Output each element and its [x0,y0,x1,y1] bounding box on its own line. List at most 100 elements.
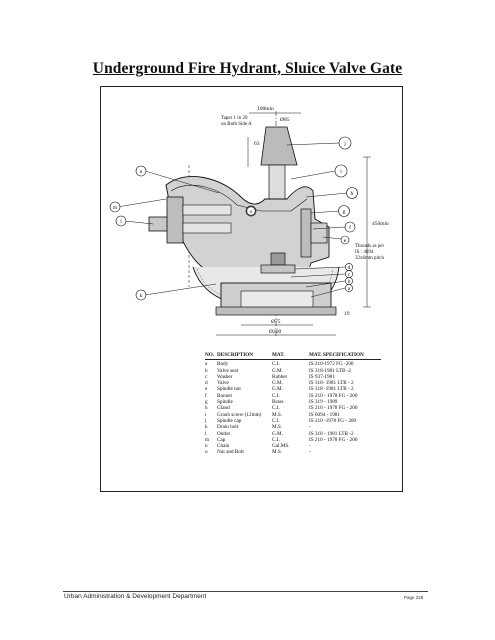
cell-no: g [205,399,208,406]
cell-specification: IS 318- 1981 LTB - 2 [309,380,354,387]
balloon-h: h [351,191,354,197]
cell-material: C.I. [272,392,280,399]
dim-19: 19 [344,311,350,317]
threads-note-2: IS : 4694 [355,250,374,255]
cell-specification: IS 319 - 1989 [309,399,338,406]
dim-63: 63 [254,141,260,147]
dim-phi75: Ø75 [271,319,281,325]
dim-top: 100min [257,106,274,112]
cell-no: d [205,380,208,387]
balloon-k: k [140,293,143,299]
cell-material: C.I. [272,405,280,412]
footer-page-number: Page 228 [404,595,424,600]
page-title: Underground Fire Hydrant, Sluice Valve G… [92,60,403,77]
spec-table-header: NO. DESCRIPTION MAT. MAT. SPECIFICATION [205,352,381,361]
header-no: NO. [205,352,215,358]
balloon-o: o [250,209,253,215]
dim-phi85: Ø85 [280,117,290,123]
cell-specification: - [309,424,311,431]
cell-no: o [205,449,208,456]
cell-material: G.M. [272,386,283,393]
table-row: c Washer Rubber IS 937-1981 [205,374,381,380]
header-specification: MAT. SPECIFICATION [309,352,364,358]
balloon-d: d [348,265,351,271]
spec-table: NO. DESCRIPTION MAT. MAT. SPECIFICATION … [205,352,381,456]
cell-material: M.S. [272,424,283,431]
cell-description: Chain [217,443,230,450]
header-material: MAT. [272,352,285,358]
drawing-frame [100,86,403,492]
balloon-b: b [348,279,351,285]
balloon-n: n [140,169,143,175]
cell-description: Outlet [217,430,230,437]
cell-description: Drain bolt [217,424,239,431]
threads-note-1: Threads as per [355,244,384,249]
cell-specification: IS 210 - 1978 FG - 200 [309,436,358,443]
cell-material: Brass [272,399,284,406]
cell-specification: IS 318 - 1981 LTB -2 [309,430,354,437]
cell-material: M.S. [272,449,283,456]
balloon-e: e [344,238,347,244]
cell-description: Spindle cap [217,417,242,424]
cell-material: Gal.MS. [272,443,290,450]
cell-specification: IS 318 -1981 LTB - 2 [309,386,354,393]
balloon-c: c [348,272,351,278]
cell-description: Grauh screw (12mm) [217,411,262,418]
cell-no: i [205,411,207,418]
balloon-i: i [340,169,342,175]
cell-description: Bonnet [217,392,232,399]
threads-note-3: 32x6mm pitch [355,256,385,261]
balloon-a: a [348,286,351,292]
cell-description: Cap [217,436,226,443]
cell-specification: IS 6094 - 1981 [309,411,340,418]
balloon-m: m [113,205,118,211]
balloon-l: l [120,219,122,225]
hydrant-drawing: 100min Taper 1 in 20 on Both Side A Ø85 … [109,106,389,337]
cell-specification: IS 318-1981 LTB -2 [309,367,352,374]
footer-department: Urban Administration & Development Depar… [64,593,207,600]
dim-450: 450min [372,221,389,227]
cell-specification: - [309,449,311,456]
footer-divider [63,591,428,592]
cell-material: G.M. [272,367,283,374]
cell-specification: IS 937-1981 [309,373,335,380]
cell-description: Washer [217,373,233,380]
table-row: g Spindle Brass IS 319 - 1989 [205,399,381,405]
cell-material: G.M. [272,380,283,387]
cell-specification: IS 210 - 1978 FG - 200 [309,392,358,399]
cell-description: Gland [217,405,230,412]
cell-no: e [205,386,208,393]
cell-material: Rubber [272,373,288,380]
cell-material: G.M. [272,430,283,437]
cell-description: Body [217,361,229,368]
cell-no: b [205,367,208,374]
cell-specification: IS 210-1972 FG -200 [309,361,354,368]
cell-specification: IS 210 -1978 FG - 200 [309,417,357,424]
cell-material: M.S. [272,411,283,418]
cell-no: a [205,361,208,368]
cell-description: Spindle [217,399,233,406]
balloon-j: j [343,141,346,147]
taper-note-1: Taper 1 in 20 [221,116,248,121]
table-row: i Grauh screw (12mm) M.S. IS 6094 - 1981 [205,412,381,418]
table-row: o Nut and Bolt M.S. - [205,449,381,455]
cell-description: Nut and Bolt [217,449,244,456]
cell-no: c [205,373,208,380]
cell-specification: IS 210 - 1978 FG - 200 [309,405,358,412]
cell-no: j [205,417,207,424]
cell-no: n [205,443,208,450]
taper-note-2: on Both Side A [221,122,252,127]
cell-material: C.I. [272,436,280,443]
